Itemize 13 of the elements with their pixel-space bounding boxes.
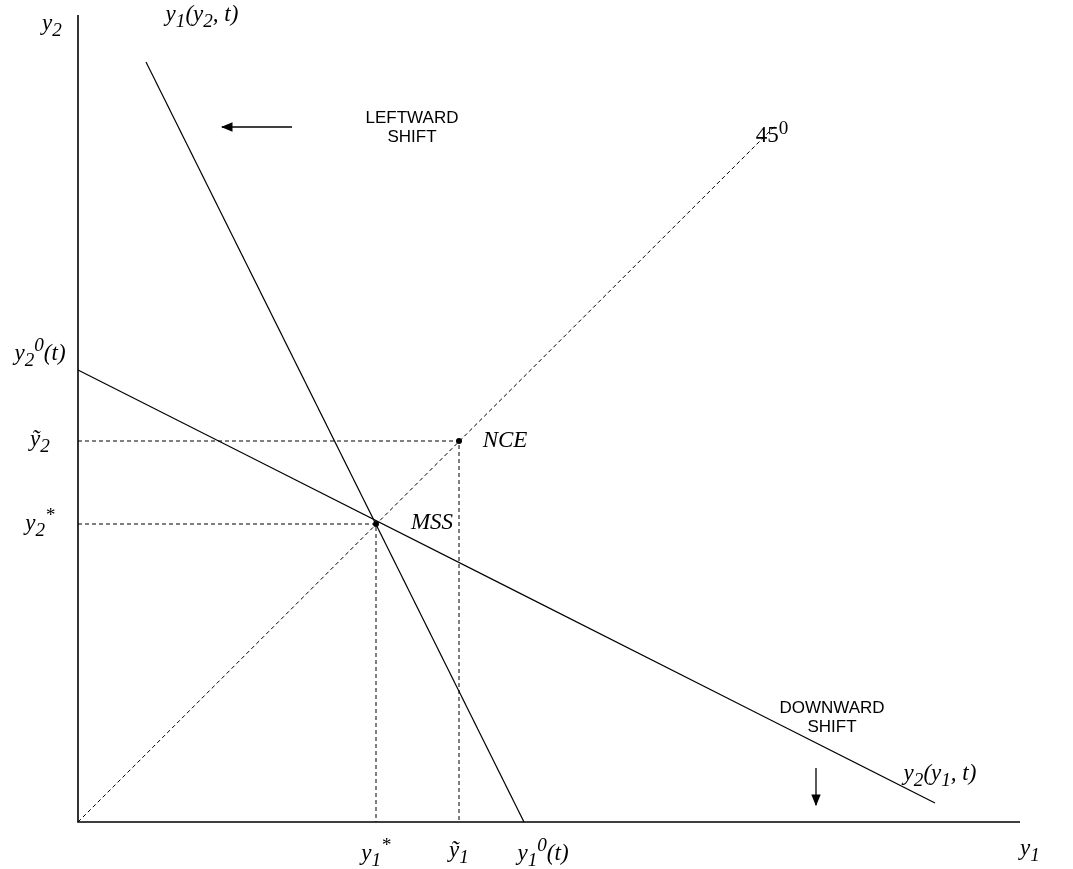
shift-note: LEFTWARD SHIFT: [364, 109, 460, 147]
curve-label: y$_{1}$(y$_{2}$, t): [165, 1, 239, 31]
shift-note: DOWNWARD SHIFT: [778, 699, 886, 737]
intercept-label: y$_{1}$$^{0}$(t): [517, 834, 569, 869]
point-label: NCE: [482, 427, 528, 453]
point-label: MSS: [410, 509, 454, 535]
axis-label: y$_{1}$: [1020, 835, 1040, 865]
axis-value-label: ỹ$_{2}$: [30, 426, 50, 456]
intercept-label: y$_{2}$$^{0}$(t): [14, 334, 66, 370]
angle-label: 45$^{0}$: [755, 116, 789, 148]
axis-label: y$_{2}$: [42, 10, 62, 40]
axis-value-label: ỹ$_{1}$: [449, 837, 469, 867]
curve-label: y$_{2}$(y$_{1}$, t): [903, 760, 977, 790]
